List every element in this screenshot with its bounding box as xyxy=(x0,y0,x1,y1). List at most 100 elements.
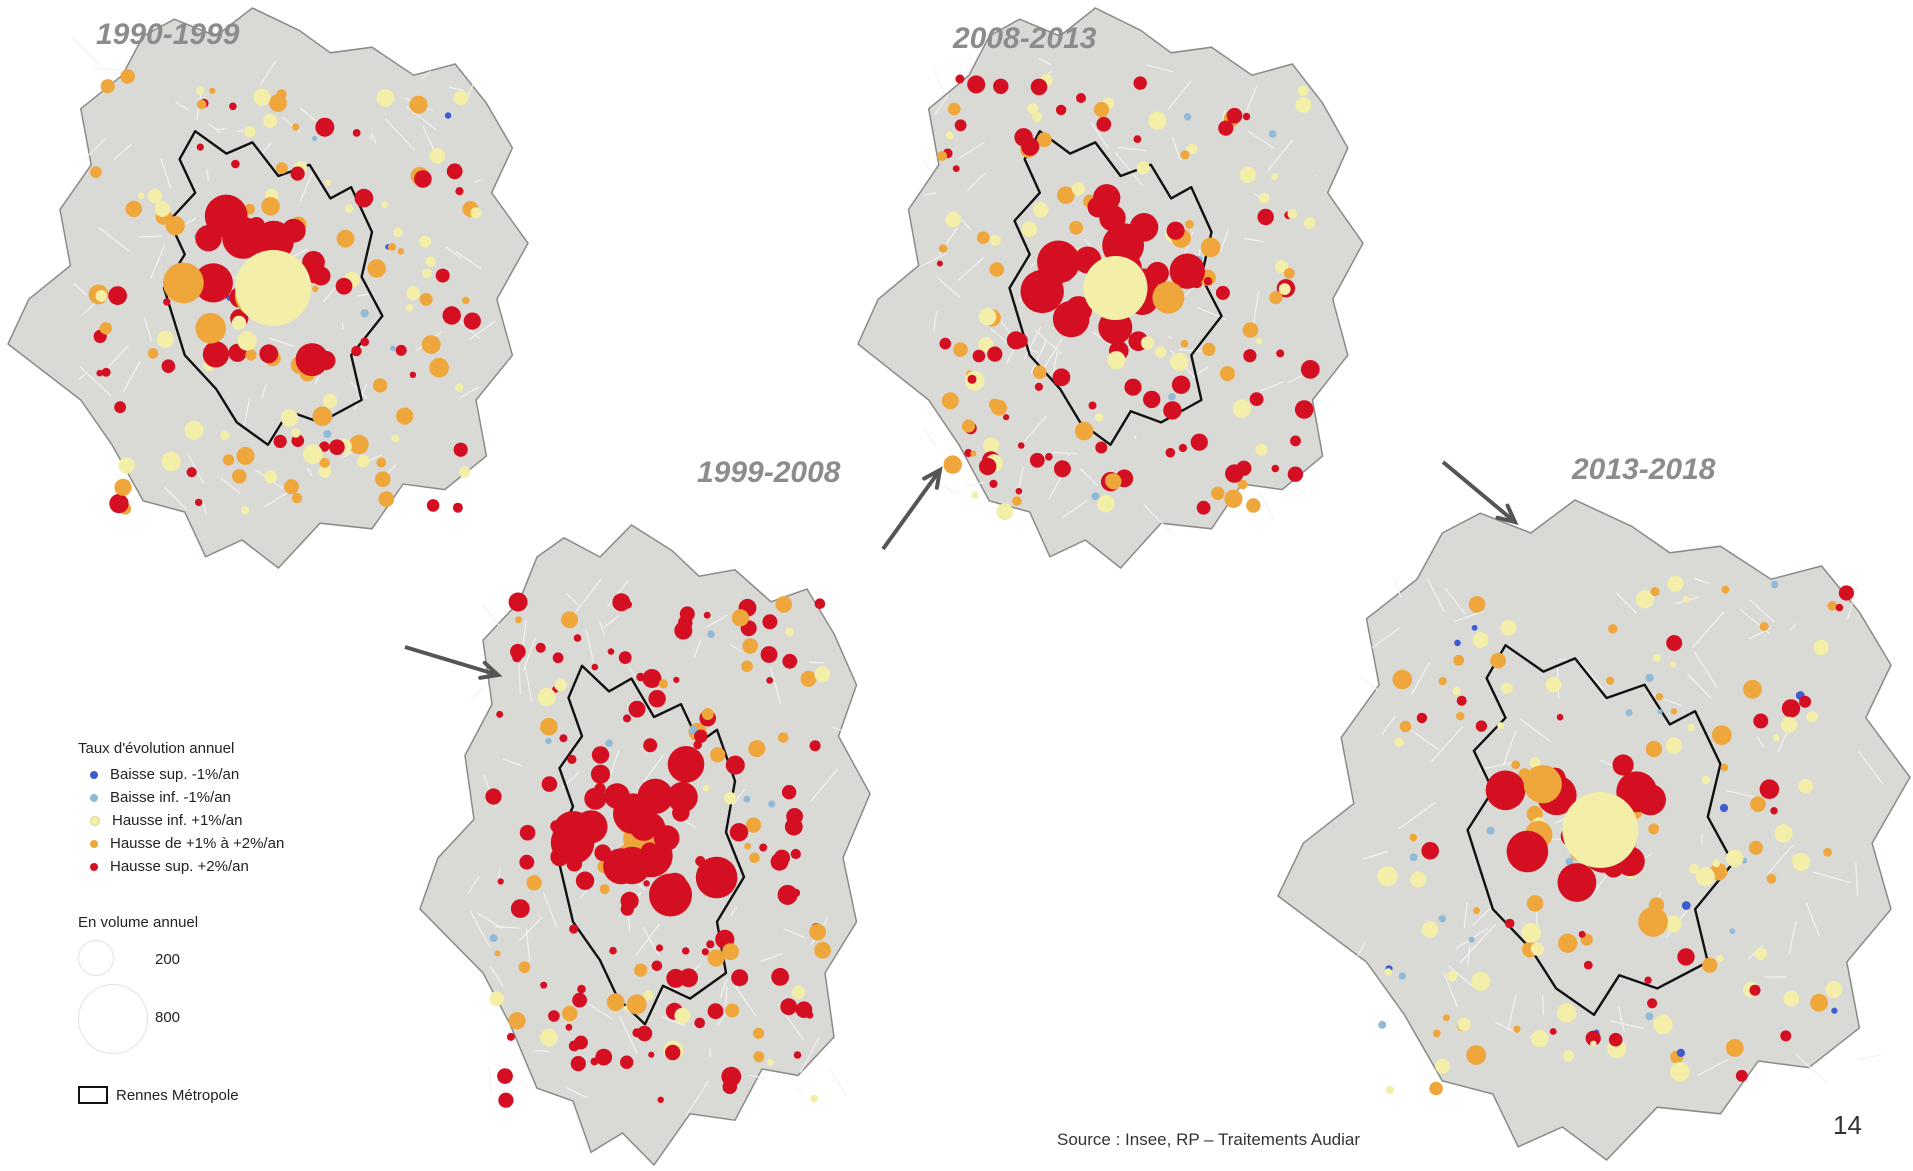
commune-border xyxy=(1114,152,1143,186)
commune-circle xyxy=(165,216,185,236)
commune-border xyxy=(1616,592,1638,614)
commune-circle xyxy=(360,309,369,318)
commune-circle xyxy=(1475,720,1488,732)
commune-circle xyxy=(323,430,332,438)
arrow-1990-to-1999 xyxy=(404,645,499,677)
commune-border xyxy=(470,685,486,700)
commune-circle xyxy=(1055,104,1067,116)
commune-circle xyxy=(943,455,962,474)
commune-circle xyxy=(814,666,831,683)
commune-border xyxy=(1507,994,1517,1031)
commune-circle xyxy=(1242,322,1259,338)
commune-circle xyxy=(1225,464,1244,483)
commune-circle xyxy=(280,409,299,427)
commune-circle xyxy=(1468,936,1475,943)
commune-circle xyxy=(809,923,826,941)
commune-circle xyxy=(695,856,738,899)
commune-circle xyxy=(147,188,163,204)
commune-circle xyxy=(393,227,403,238)
commune-circle xyxy=(1032,111,1043,122)
commune-circle xyxy=(591,663,599,671)
commune-circle xyxy=(376,89,395,107)
commune-circle xyxy=(354,188,374,208)
commune-circle xyxy=(1033,202,1049,218)
commune-circle xyxy=(352,129,361,137)
commune-border xyxy=(1023,415,1048,442)
commune-border xyxy=(628,667,637,677)
commune-border xyxy=(449,86,464,91)
commune-border xyxy=(1618,1006,1626,1033)
commune-circle xyxy=(1146,261,1169,285)
arrow-1999-to-2008 xyxy=(881,468,942,551)
commune-circle xyxy=(1608,1032,1623,1047)
commune-circle xyxy=(1634,784,1666,816)
commune-border xyxy=(467,876,480,894)
commune-circle xyxy=(945,211,961,228)
commune-circle xyxy=(806,1011,814,1019)
commune-circle xyxy=(108,286,127,305)
commune-circle xyxy=(291,428,301,438)
commune-circle xyxy=(1783,990,1800,1007)
commune-circle xyxy=(329,439,345,456)
commune-border xyxy=(455,250,482,270)
commune-border xyxy=(705,614,729,629)
commune-circle xyxy=(518,961,531,973)
commune-circle xyxy=(707,1003,724,1020)
commune-circle xyxy=(1057,186,1075,204)
commune-circle xyxy=(1759,622,1769,631)
commune-circle xyxy=(1435,1058,1450,1074)
commune-circle xyxy=(1027,103,1039,115)
commune-circle xyxy=(572,992,587,1008)
commune-circle xyxy=(264,470,277,484)
commune-circle xyxy=(1256,337,1263,345)
commune-circle xyxy=(519,824,536,841)
commune-circle xyxy=(721,1066,742,1087)
commune-circle xyxy=(809,740,821,752)
commune-circle xyxy=(1511,760,1521,770)
commune-circle xyxy=(1037,240,1080,284)
commune-circle xyxy=(232,468,247,484)
commune-circle xyxy=(1625,709,1633,717)
commune-circle xyxy=(729,823,749,842)
commune-border xyxy=(770,667,782,705)
commune-circle xyxy=(637,778,673,814)
commune-circle xyxy=(1097,495,1115,513)
commune-circle xyxy=(1688,863,1700,874)
commune-circle xyxy=(1220,366,1235,382)
commune-circle xyxy=(775,596,793,613)
commune-circle xyxy=(1452,687,1461,696)
commune-border xyxy=(299,107,318,123)
commune-border xyxy=(1029,261,1036,269)
commune-circle xyxy=(771,968,789,986)
commune-border xyxy=(693,639,702,658)
commune-circle xyxy=(1143,390,1161,409)
commune-circle xyxy=(1504,918,1515,929)
commune-circle xyxy=(319,457,330,468)
commune-border xyxy=(579,880,598,899)
commune-circle xyxy=(1780,1030,1792,1042)
commune-circle xyxy=(1500,619,1517,636)
commune-circle xyxy=(636,1025,653,1042)
commune-circle xyxy=(743,795,751,803)
rennes-city-circle-1 xyxy=(235,250,312,326)
commune-circle xyxy=(1029,452,1045,468)
commune-circle xyxy=(945,131,954,140)
commune-circle xyxy=(406,304,414,312)
commune-border xyxy=(1061,499,1088,519)
commune-circle xyxy=(1180,150,1190,160)
commune-circle xyxy=(312,406,333,427)
commune-border xyxy=(1041,338,1064,372)
commune-circle xyxy=(784,817,803,836)
commune-circle xyxy=(1655,692,1664,701)
commune-circle xyxy=(955,74,965,84)
commune-circle xyxy=(541,776,558,792)
commune-circle xyxy=(1716,954,1724,963)
map-title-1990-1999: 1990-1999 xyxy=(96,18,240,51)
commune-border xyxy=(220,477,241,494)
commune-circle xyxy=(759,843,768,852)
commune-circle xyxy=(453,442,468,457)
commune-circle xyxy=(552,652,564,664)
commune-circle xyxy=(1015,487,1023,495)
commune-circle xyxy=(693,740,702,750)
commune-border xyxy=(1696,1059,1728,1077)
